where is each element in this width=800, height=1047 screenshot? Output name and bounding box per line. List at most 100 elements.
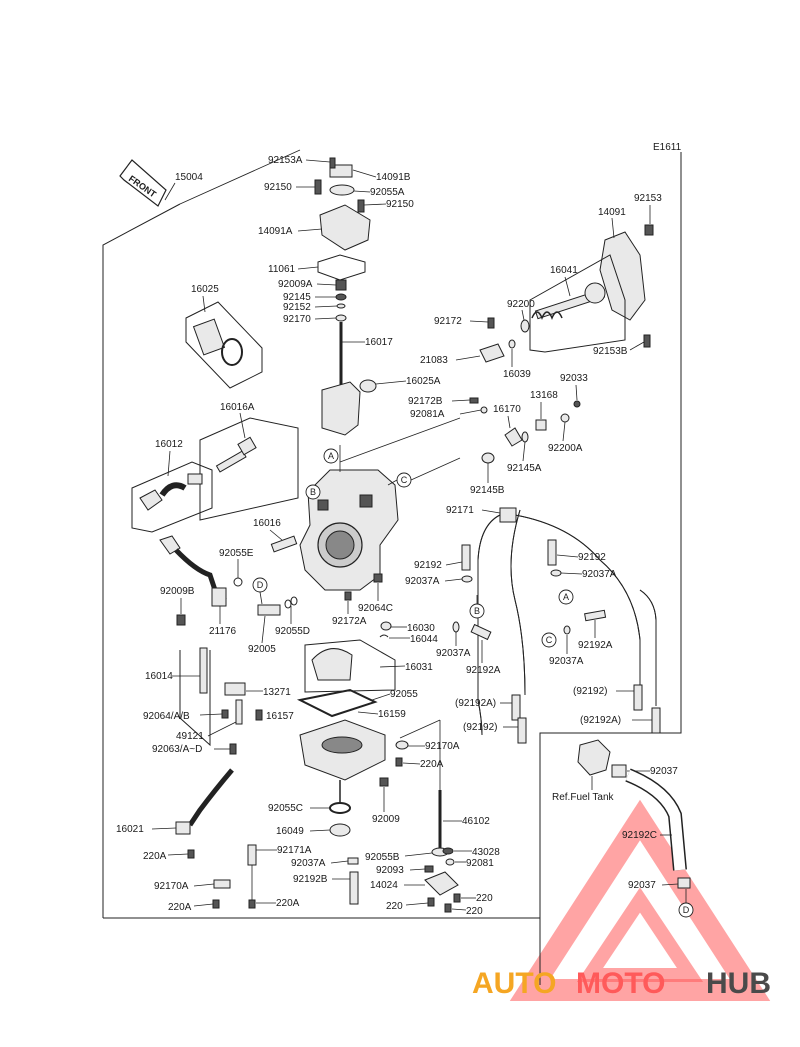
label-92055D: 92055D [275, 626, 310, 637]
part-92145A [521, 431, 529, 443]
label-92037-b: 92037 [628, 880, 656, 891]
label-92037A-c: 92037A [436, 648, 471, 659]
callout-c-2-text: C [546, 635, 553, 645]
part-16016A-screw [215, 450, 247, 473]
part-21083 [479, 343, 505, 363]
part-16021-cable [187, 768, 234, 827]
part-p92192-a [517, 717, 527, 744]
part-92171A [247, 844, 257, 866]
part-92145B [481, 452, 495, 464]
top-cover-group [314, 157, 371, 385]
label-92063AD: 92063/A~D [152, 744, 202, 755]
part-92172A [344, 591, 352, 601]
part-92192-a [461, 544, 471, 571]
part-21176-cable [174, 548, 227, 602]
callout-b-2-text: B [474, 606, 480, 616]
part-16044 [379, 634, 389, 638]
part-92037A-c [452, 621, 460, 633]
label-92064AB: 92064/A/B [143, 711, 190, 722]
label-92172: 92172 [434, 316, 462, 327]
label-92192A-a: 92192A [466, 665, 501, 676]
label-p92192A-a: (92192A) [455, 698, 496, 709]
part-92081 [445, 858, 455, 866]
part-92037A-e [347, 857, 359, 865]
part-92150a [314, 179, 322, 195]
label-16049: 16049 [276, 826, 304, 837]
label-16012: 16012 [155, 439, 183, 450]
label-220-b: 220 [386, 901, 403, 912]
part-92192-b [547, 539, 557, 566]
part-16025A-seal [359, 379, 377, 393]
part-92055D-b [290, 596, 298, 606]
label-16025: 16025 [191, 284, 219, 295]
frame-right-edge [539, 152, 682, 985]
part-92192A-b [584, 609, 607, 622]
watermark-auto: AUTO [472, 967, 556, 1000]
part-92152 [336, 303, 346, 309]
label-220-a: 220 [476, 893, 493, 904]
label-92055B: 92055B [365, 852, 400, 863]
hose-main-right [514, 514, 641, 710]
part-16049 [329, 823, 351, 837]
part-16014-needle [199, 647, 208, 694]
label-92033: 92033 [560, 373, 588, 384]
label-43028: 43028 [472, 847, 500, 858]
part-14091 [599, 231, 646, 321]
part-220A-a [395, 757, 403, 767]
part-92192B [349, 871, 359, 905]
part-16012-fitting [187, 473, 203, 485]
watermark-wordmark: AUTO MOTO HUB [472, 967, 771, 1000]
part-16016A-head [237, 436, 257, 456]
part-16031-float [311, 648, 353, 681]
label-92150-b: 92150 [386, 199, 414, 210]
label-46102: 46102 [462, 816, 490, 827]
part-92081A [480, 406, 488, 414]
part-16025-plate [192, 318, 226, 356]
part-16016 [270, 535, 298, 553]
label-16021: 16021 [116, 824, 144, 835]
part-92055E [233, 577, 243, 587]
part-carb-boss2 [359, 494, 373, 508]
part-11061 [317, 254, 366, 281]
part-92172 [487, 317, 495, 329]
label-14024: 14024 [370, 880, 398, 891]
part-92009A [335, 279, 347, 291]
part-220A-b [187, 849, 195, 859]
part-13168 [535, 419, 547, 431]
part-92064C [373, 573, 383, 583]
label-16031: 16031 [405, 662, 433, 673]
label-92200A: 92200A [548, 443, 583, 454]
part-43028 [442, 847, 454, 855]
label-21176: 21176 [209, 626, 237, 637]
part-16157 [255, 709, 263, 721]
part-16030 [380, 621, 392, 631]
label-p92192-b: (92192) [573, 686, 607, 697]
part-92037-b [677, 877, 691, 889]
label-92037A-b: 92037A [582, 569, 617, 580]
note-fuel-tank: Ref.Fuel Tank [552, 792, 615, 803]
label-16170: 16170 [493, 404, 521, 415]
label-92037-a: 92037 [650, 766, 678, 777]
part-92064AB [221, 709, 229, 719]
part-92055 [296, 688, 378, 718]
throttle-cover-group [479, 224, 654, 363]
part-92037A-b [550, 569, 562, 577]
part-92153 [644, 224, 654, 236]
label-92170A-b: 92170A [154, 881, 189, 892]
label-92152: 92152 [283, 302, 311, 313]
part-92037A-a [461, 575, 473, 583]
part-92033 [573, 400, 581, 408]
label-16044: 16044 [410, 634, 438, 645]
part-220-b [427, 897, 435, 907]
part-21176-body [211, 587, 227, 607]
label-92005: 92005 [248, 644, 276, 655]
label-92192A-b: 92192A [578, 640, 613, 651]
label-220A-d: 220A [276, 898, 300, 909]
box-16014 [179, 650, 211, 747]
part-14024 [424, 871, 459, 896]
part-16021-body [175, 821, 191, 835]
label-49121: 49121 [176, 731, 204, 742]
callout-a-1-text: A [328, 451, 334, 461]
part-92170A-a [395, 740, 409, 750]
frame-top-leader [179, 149, 301, 205]
